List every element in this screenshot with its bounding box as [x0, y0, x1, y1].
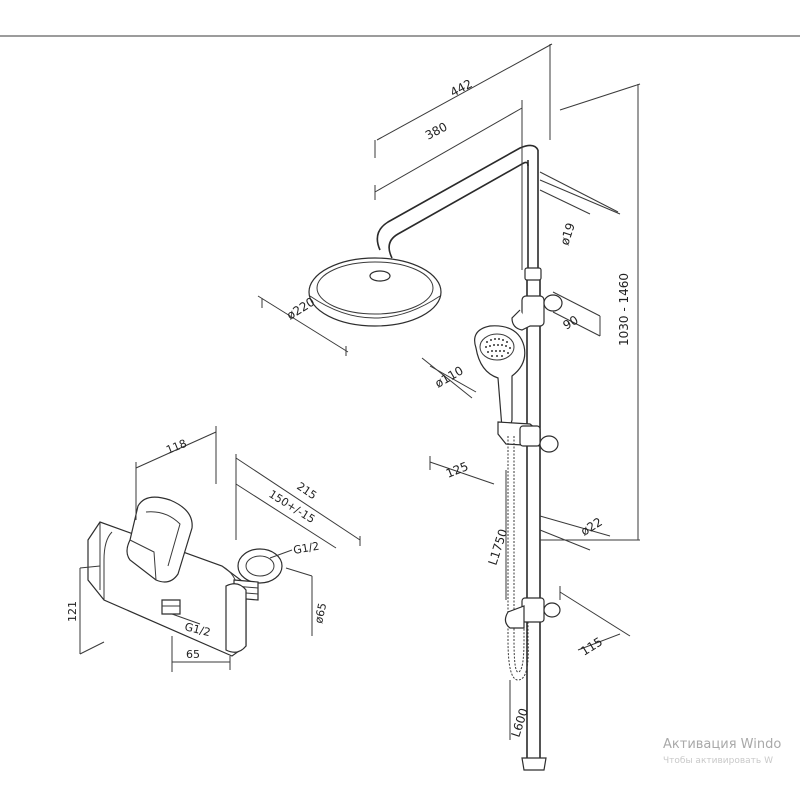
dim-115: 115: [578, 635, 605, 659]
dim-125: 125: [444, 459, 470, 481]
hand-shower-holder: [497, 421, 559, 453]
dim-90: 90: [561, 313, 581, 333]
lower-slider-bracket: [504, 597, 561, 629]
upper-slider-bracket: [511, 294, 563, 331]
dim-diameter-65: ø65: [312, 602, 329, 625]
dim-442: 442: [448, 77, 475, 100]
dimension-labels: 442 380 ø19 1030 - 1460 ø220 90 ø110 125…: [66, 77, 631, 739]
thermostatic-mixer: [87, 496, 283, 657]
shower-hose: [507, 436, 529, 681]
dim-65: 65: [186, 648, 200, 661]
dim-380: 380: [423, 120, 450, 143]
rain-shower-head: [308, 257, 442, 327]
dim-diameter-110: ø110: [433, 363, 466, 390]
dim-diameter-22: ø22: [578, 515, 605, 539]
shower-column: [375, 144, 547, 771]
dim-118: 118: [164, 437, 188, 457]
dim-diameter-19: ø19: [558, 221, 578, 247]
dim-121: 121: [66, 601, 79, 622]
windows-activation-subtext: Чтобы активировать W: [663, 756, 773, 766]
dimension-lines: [79, 43, 641, 740]
dim-hose-1750: L1750: [486, 527, 511, 567]
dim-thread-bottom: G1/2: [183, 620, 212, 639]
windows-activation-watermark: Активация Windo: [663, 737, 782, 752]
dim-diameter-220: ø220: [284, 295, 317, 323]
dim-height-range: 1030 - 1460: [617, 273, 631, 346]
hand-shower: [474, 325, 526, 429]
dim-thread-top: G1/2: [292, 540, 320, 557]
